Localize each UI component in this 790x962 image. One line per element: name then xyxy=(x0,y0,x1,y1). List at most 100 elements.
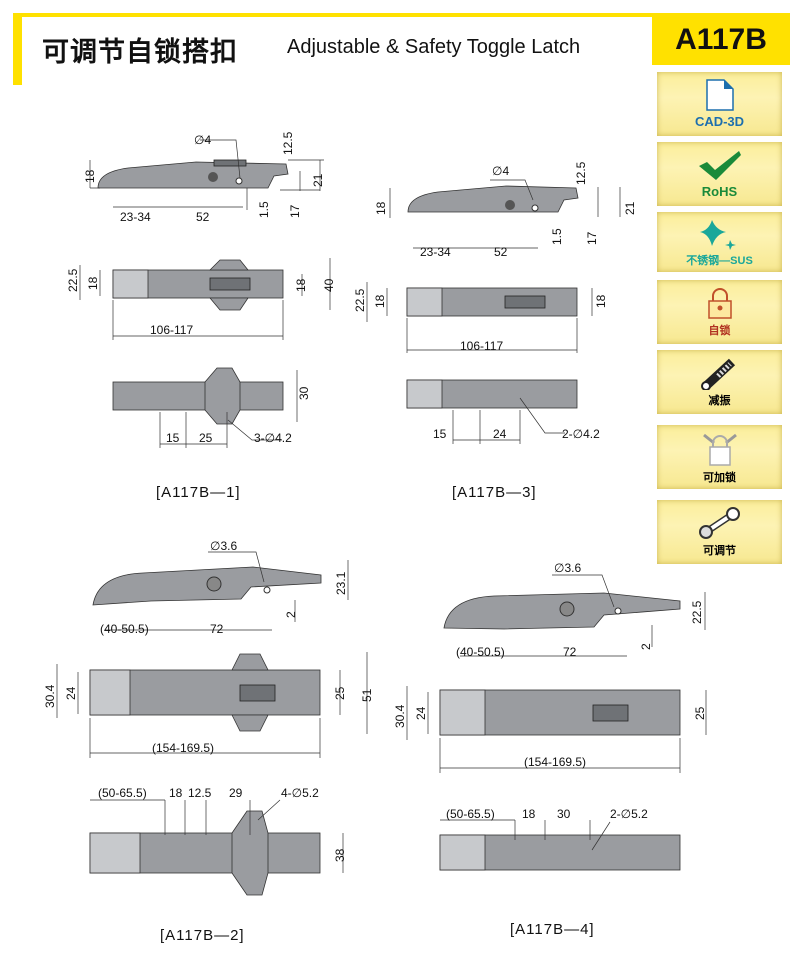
side-view: ∅4 12.5 18 21 17 1.5 23-34 52 xyxy=(374,161,637,259)
dim-height: 30.4 xyxy=(393,704,407,728)
badge-cad-3d[interactable]: CAD-3D xyxy=(657,72,782,136)
dim-height: 21 xyxy=(311,173,325,187)
dim-width: 29 xyxy=(229,786,243,800)
dim-height: 22.5 xyxy=(66,268,80,292)
dim-width: 72 xyxy=(210,622,224,636)
dim-width: (40-50.5) xyxy=(100,622,149,636)
badge-label: RoHS xyxy=(701,184,738,199)
dim-holes: 4-∅5.2 xyxy=(281,786,319,800)
dim-height: 25 xyxy=(333,686,347,700)
bottom-view: (50-65.5) 18 12.5 29 4-∅5.2 38 xyxy=(89,786,347,896)
wrench-icon xyxy=(698,507,740,539)
dim-height: 30.4 xyxy=(43,684,57,708)
dim-hole: ∅3.6 xyxy=(210,539,237,553)
badge-rohs[interactable]: RoHS xyxy=(657,142,782,206)
dim-length: (154-169.5) xyxy=(152,741,214,755)
badge-label: 不锈钢—SUS xyxy=(686,255,753,267)
checkmark-icon xyxy=(698,151,741,180)
dim-width: 52 xyxy=(494,245,508,259)
dim-hole: ∅3.6 xyxy=(554,561,581,575)
dim-holes: 3-∅4.2 xyxy=(254,431,292,445)
dim-height: 51 xyxy=(360,688,374,702)
dim-width: 30 xyxy=(557,807,571,821)
badge-adjustable[interactable]: 可调节 xyxy=(657,500,782,564)
dim-length: 106-117 xyxy=(460,339,503,353)
dim-height: 23.1 xyxy=(334,571,348,595)
shock-absorber-icon xyxy=(700,358,735,390)
dim-width: 18 xyxy=(522,807,536,821)
dim-height: 18 xyxy=(373,294,387,308)
file-icon xyxy=(705,79,734,111)
dim-width: 52 xyxy=(196,210,210,224)
dim-height: 38 xyxy=(333,848,347,862)
dim-height: 18 xyxy=(594,294,608,308)
badge-vibration-damping[interactable]: 减振 xyxy=(657,350,782,414)
dim-length: 106-117 xyxy=(150,323,193,337)
dim-height: 12.5 xyxy=(574,161,588,185)
caption: [A117B—3] xyxy=(452,484,537,501)
top-view: 22.5 18 18 40 106-117 xyxy=(66,258,336,340)
dim-height: 22.5 xyxy=(690,600,704,624)
dim-width: (40-50.5) xyxy=(456,645,505,659)
caption: [A117B—1] xyxy=(156,484,241,501)
badge-label: CAD-3D xyxy=(694,114,745,129)
dim-width: 72 xyxy=(563,645,577,659)
dim-hole: ∅4 xyxy=(194,133,211,147)
dim-height: 18 xyxy=(86,276,100,290)
caption: [A117B—4] xyxy=(510,921,595,938)
dim-length: (154-169.5) xyxy=(524,755,586,769)
dim-height: 25 xyxy=(693,706,707,720)
padlock-icon xyxy=(707,288,732,319)
caption: [A117B—2] xyxy=(160,927,245,944)
badge-label: 自锁 xyxy=(708,325,731,337)
dim-height: 18 xyxy=(374,201,388,215)
dim-height: 1.5 xyxy=(550,228,564,245)
badge-self-lock[interactable]: 自锁 xyxy=(657,280,782,344)
side-view: ∅4 12.5 18 21 17 1.5 23-34 52 xyxy=(83,131,325,224)
bottom-view: 15 24 2-∅4.2 xyxy=(406,379,600,444)
drawing-a117b-1: ∅4 12.5 18 21 17 1.5 23-34 52 22.5 18 18… xyxy=(66,131,336,501)
title-chinese: 可调节自锁搭扣 xyxy=(42,37,238,67)
dim-height: 2 xyxy=(639,643,653,650)
title-english: Adjustable & Safety Toggle Latch xyxy=(287,36,581,58)
dim-hole: ∅4 xyxy=(492,164,509,178)
dim-width: (50-65.5) xyxy=(98,786,147,800)
side-view: ∅3.6 22.5 2 (40-50.5) 72 xyxy=(443,561,706,659)
top-view: 30.4 24 25 51 (154-169.5) xyxy=(43,652,374,758)
dim-height: 2 xyxy=(284,611,298,618)
dim-height: 30 xyxy=(297,386,311,400)
dim-width: 23-34 xyxy=(420,245,451,259)
dim-height: 18 xyxy=(83,169,97,183)
dim-holes: 2-∅5.2 xyxy=(610,807,648,821)
dim-height: 18 xyxy=(294,278,308,292)
dim-height: 17 xyxy=(585,231,599,245)
dim-height: 24 xyxy=(414,706,428,720)
dim-width: 15 xyxy=(166,431,180,445)
top-view: 30.4 24 25 (154-169.5) xyxy=(393,686,707,773)
dim-height: 22.5 xyxy=(353,288,367,312)
header-accent-side xyxy=(13,13,22,85)
dim-height: 40 xyxy=(322,278,336,292)
drawing-a117b-4: ∅3.6 22.5 2 (40-50.5) 72 30.4 24 25 (154… xyxy=(393,561,707,938)
drawing-a117b-3: ∅4 12.5 18 21 17 1.5 23-34 52 22.5 18 18… xyxy=(353,161,637,501)
badge-lockable[interactable]: 可加锁 xyxy=(657,425,782,489)
header-accent-bar xyxy=(13,13,790,17)
badge-label: 减振 xyxy=(708,395,731,407)
lockable-padlock-icon xyxy=(702,433,737,466)
dim-holes: 2-∅4.2 xyxy=(562,427,600,441)
dim-height: 1.5 xyxy=(257,201,271,218)
dim-width: 23-34 xyxy=(120,210,151,224)
top-view: 22.5 18 18 106-117 xyxy=(353,282,608,353)
bottom-view: (50-65.5) 18 30 2-∅5.2 xyxy=(439,807,681,871)
sparkle-icon xyxy=(699,220,736,250)
dim-width: 15 xyxy=(433,427,447,441)
side-view: ∅3.6 23.1 2 (40-50.5) 72 xyxy=(92,539,349,636)
dim-height: 17 xyxy=(288,204,302,218)
dim-width: (50-65.5) xyxy=(446,807,495,821)
model-number: A117B xyxy=(652,13,790,65)
badge-stainless-steel[interactable]: 不锈钢—SUS xyxy=(657,212,782,272)
badge-label: 可加锁 xyxy=(703,472,736,484)
dim-width: 25 xyxy=(199,431,213,445)
dim-width: 24 xyxy=(493,427,507,441)
